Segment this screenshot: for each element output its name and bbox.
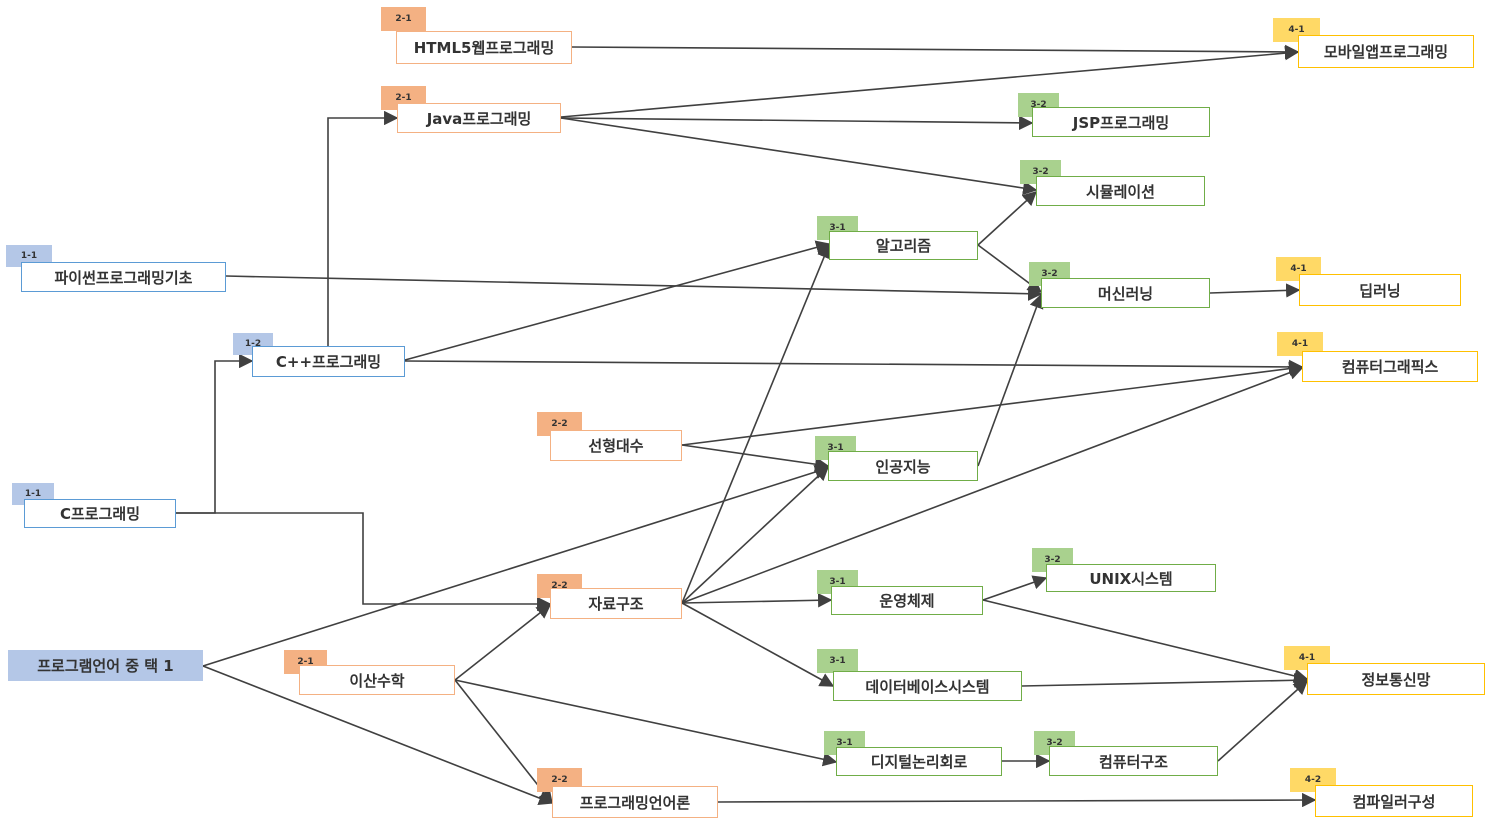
course-ai[interactable]: 인공지능: [828, 451, 978, 481]
edge-cpp-graphics: [404, 359, 1304, 375]
edge-java-mobile: [560, 45, 1300, 118]
course-algo[interactable]: 알고리즘: [829, 231, 978, 260]
edge-discrete-pltheory: [454, 679, 553, 805]
edge-cpp-java: [327, 110, 399, 346]
edge-c-ds: [176, 512, 552, 612]
course-python[interactable]: 파이썬프로그래밍기초: [21, 262, 226, 292]
course-arch[interactable]: 컴퓨터구조: [1049, 746, 1218, 776]
edge-java-sim: [560, 117, 1038, 196]
course-code-mobile: 4-1: [1273, 18, 1320, 42]
course-ds[interactable]: 자료구조: [550, 588, 682, 619]
edge-html5-mobile: [571, 44, 1300, 60]
edge-ds-graphics: [681, 365, 1304, 604]
course-digital[interactable]: 디지털논리회로: [836, 747, 1002, 776]
edge-python-ml: [225, 275, 1043, 301]
edge-os-unix: [982, 575, 1048, 601]
course-network[interactable]: 정보통신망: [1307, 663, 1485, 695]
course-html5[interactable]: HTML5웹프로그래밍: [396, 31, 572, 64]
course-compiler[interactable]: 컴파일러구성: [1315, 785, 1473, 817]
edge-cpp-algo: [404, 240, 831, 361]
edge-ds-db: [681, 602, 835, 687]
course-linalg[interactable]: 선형대수: [550, 430, 682, 461]
edge-arch-network: [1217, 680, 1309, 762]
course-ml[interactable]: 머신러닝: [1041, 278, 1210, 308]
edge-ds-ai: [681, 466, 830, 604]
edge-c-cpp: [176, 353, 254, 514]
edge-ds-os: [681, 593, 833, 608]
edge-os-network: [982, 599, 1309, 683]
course-c[interactable]: C프로그래밍: [24, 499, 176, 528]
course-cpp[interactable]: C++프로그래밍: [252, 346, 405, 377]
edge-ai-ml: [977, 293, 1044, 467]
course-pltheory[interactable]: 프로그래밍언어론: [552, 786, 718, 818]
edge-db-network: [1021, 673, 1309, 688]
course-unix[interactable]: UNIX시스템: [1046, 564, 1216, 592]
course-mobile[interactable]: 모바일앱프로그래밍: [1298, 35, 1474, 68]
course-discrete[interactable]: 이산수학: [299, 665, 455, 695]
course-code-html5: 2-1: [381, 7, 426, 31]
course-jsp[interactable]: JSP프로그래밍: [1032, 107, 1210, 137]
edge-root-ai: [202, 465, 830, 667]
course-graphics[interactable]: 컴퓨터그래픽스: [1302, 351, 1478, 382]
course-dl[interactable]: 딥러닝: [1299, 274, 1461, 306]
edge-linalg-graphics: [681, 361, 1304, 446]
course-java[interactable]: Java프로그래밍: [397, 103, 561, 133]
edge-java-jsp: [560, 115, 1034, 131]
edge-discrete-digital: [454, 679, 838, 767]
course-db[interactable]: 데이터베이스시스템: [833, 671, 1022, 701]
course-os[interactable]: 운영체제: [831, 586, 983, 615]
edge-algo-sim: [977, 191, 1038, 246]
edge-pltheory-compiler: [717, 792, 1317, 808]
edge-linalg-ai: [681, 444, 830, 472]
course-sim[interactable]: 시뮬레이션: [1036, 176, 1205, 206]
edge-ml-dl: [1209, 283, 1301, 298]
edge-discrete-ds: [454, 604, 552, 681]
course-code-db: 3-1: [817, 649, 858, 673]
edge-ds-algo: [681, 243, 831, 604]
course-code-python: 1-1: [6, 245, 52, 267]
root-language-choice: 프로그램언어 중 택 1: [8, 650, 203, 681]
edge-root-pltheory: [202, 665, 554, 805]
